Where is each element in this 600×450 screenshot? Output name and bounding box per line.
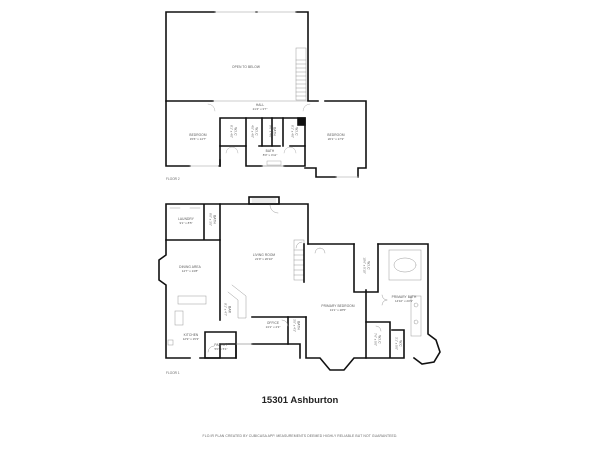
room-name: LAUNDRY: [178, 217, 194, 221]
room-office: OFFICE 13'1" x 4'3": [258, 321, 288, 329]
room-dims: 20'1" x 17'3": [327, 136, 345, 141]
room-name: DINING AREA: [179, 265, 201, 269]
room-name: LIVING ROOM: [252, 253, 276, 257]
room-dims: 3'5" x 4'3": [292, 318, 297, 333]
room-laundry: LAUNDRY 9'1" x 8'5": [170, 217, 202, 225]
plan-title: 15301 Ashburton: [261, 395, 339, 406]
room-bedroom-right-f2: BEDROOM 20'1" x 17'3": [316, 133, 356, 141]
room-dims: 13'1" x 4'3": [265, 324, 281, 329]
room-wic-2-f2: W.I.C 4'5" x 4'0": [250, 117, 259, 147]
room-name: PRIMARY BEDROOM: [321, 304, 355, 308]
disclaimer-footer: FLO.IR PLAN CREATED BY CUBICASA APP. MEA…: [202, 434, 398, 438]
room-dims: 10'6" x 5'10": [362, 257, 367, 274]
room-bath-vanity-f2: BATH 9'6" x 4'6": [268, 117, 277, 147]
room-wic-1-f2: W.I.C 8'1" x 4'0": [229, 117, 238, 147]
room-name: OFFICE: [266, 321, 280, 325]
room-bath-laundry: BATH 8'0" x 3'5": [208, 206, 217, 234]
room-living-room: LIVING ROOM 21'9" x 26'10": [244, 253, 284, 261]
room-dims: 9'1" x 8'5": [179, 220, 193, 225]
room-dining-area: DINING AREA 14'7" x 13'8": [170, 265, 210, 273]
room-dims: 9'1" x 4'7": [223, 302, 228, 317]
room-dims: 21'4" x 3'7": [252, 106, 268, 111]
room-dims: 8'1" x 4'0": [290, 124, 295, 139]
floor-2-plan: [165, 11, 367, 178]
room-dims: 5'0" x 5'1": [214, 346, 228, 351]
room-wic-primary-1: W.I.C 10'6" x 5'10": [362, 252, 371, 280]
room-name: BEDROOM: [327, 133, 345, 137]
floor-1-plan: [158, 196, 441, 371]
room-dims: 12'9" x 15'3": [182, 336, 200, 341]
room-dims: 13'1" x 28'5": [329, 307, 347, 312]
room-pantry: PANTRY 5'0" x 5'1": [206, 343, 236, 351]
room-dims: 7'6" x 5'0": [373, 332, 378, 347]
room-name: PRIMARY BATH: [391, 295, 417, 299]
floor-1-label: FLOOR 1: [166, 371, 180, 375]
room-dims: 14'10" x 20'9": [394, 298, 414, 303]
room-dims: 3'1" x 5'0": [394, 336, 399, 351]
room-bar: BAR 9'1" x 4'7": [223, 296, 232, 324]
room-dims: 9'6" x 4'6": [268, 124, 273, 139]
room-kitchen: KITCHEN 12'9" x 15'3": [173, 333, 209, 341]
room-label-open-to-below: OPEN TO BELOW: [232, 65, 260, 69]
room-dims: 14'7" x 13'8": [181, 268, 199, 273]
room-name: KITCHEN: [183, 333, 199, 337]
room-name: PANTRY: [214, 343, 228, 347]
room-dims: 8'0" x 4'11": [262, 152, 278, 157]
room-name: BEDROOM: [189, 133, 207, 137]
room-primary-bedroom: PRIMARY BEDROOM 13'1" x 28'5": [318, 304, 358, 312]
room-dims: 4'5" x 4'0": [250, 124, 255, 139]
room-dims: 8'1" x 4'0": [229, 124, 234, 139]
room-bedroom-left-f2: BEDROOM 15'6" x 14'7": [178, 133, 218, 141]
room-dims: 15'6" x 14'7": [189, 136, 207, 141]
room-wic-3-f2: W.I.C 8'1" x 4'0": [290, 117, 299, 147]
floor-2-label: FLOOR 2: [166, 177, 180, 181]
room-name: HALL: [255, 103, 265, 107]
room-primary-bath: PRIMARY BATH 14'10" x 20'9": [386, 295, 422, 303]
room-bath-hall-f2: BATH 8'0" x 4'11": [250, 149, 290, 157]
room-wic-primary-2: W.I.C 7'6" x 5'0": [373, 327, 382, 353]
room-hall-f2: HALL 21'4" x 3'7": [240, 103, 280, 111]
room-dims: 8'0" x 3'5": [208, 212, 213, 227]
room-dims: 21'9" x 26'10": [254, 256, 274, 261]
room-wc: W.C 3'1" x 5'0": [394, 332, 403, 356]
room-bath-office: BATH 3'5" x 4'3": [292, 314, 301, 338]
room-name: BATH: [265, 149, 275, 153]
